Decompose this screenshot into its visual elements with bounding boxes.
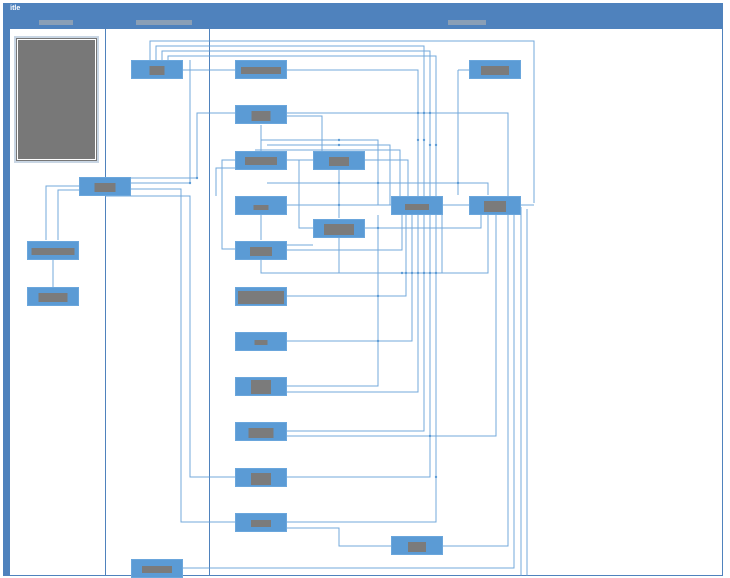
node-label-placeholder	[251, 520, 271, 527]
node-label-placeholder	[38, 293, 68, 302]
process-node[interactable]	[235, 377, 287, 396]
node-label-placeholder	[251, 380, 271, 394]
node-label-placeholder	[324, 224, 354, 235]
lane-header-row	[10, 16, 722, 29]
title-bar	[3, 3, 723, 16]
process-node[interactable]	[235, 422, 287, 441]
process-node[interactable]	[235, 105, 287, 124]
node-label-placeholder	[253, 205, 269, 210]
process-node[interactable]	[235, 196, 287, 215]
process-node[interactable]	[469, 60, 521, 79]
process-node[interactable]	[391, 196, 443, 215]
process-node[interactable]	[235, 468, 287, 487]
process-node[interactable]	[469, 196, 521, 215]
lane-separator-1	[105, 16, 106, 576]
node-label-placeholder	[142, 566, 172, 573]
node-label-placeholder	[408, 542, 426, 552]
process-node[interactable]	[235, 513, 287, 532]
process-node[interactable]	[131, 60, 183, 79]
image-placeholder-inner	[17, 39, 96, 160]
process-node[interactable]	[235, 151, 287, 170]
node-label-placeholder	[254, 340, 268, 345]
node-label-placeholder	[248, 428, 274, 438]
process-node[interactable]	[313, 151, 365, 170]
node-label-placeholder	[94, 183, 116, 192]
process-node[interactable]	[235, 287, 287, 306]
lane-header-1-text-placeholder	[39, 20, 73, 25]
node-label-placeholder	[238, 291, 284, 304]
node-label-placeholder	[245, 157, 277, 165]
process-node[interactable]	[235, 60, 287, 79]
node-label-placeholder	[31, 248, 75, 255]
process-node[interactable]	[235, 332, 287, 351]
image-placeholder	[13, 35, 100, 164]
lane-header-1	[10, 16, 105, 29]
lane-header-3	[210, 16, 722, 29]
node-label-placeholder	[241, 67, 281, 74]
diagram-title: Title	[6, 5, 21, 12]
left-border-bar	[3, 3, 10, 576]
lane-header-2	[106, 16, 209, 29]
lane-separator-2	[209, 16, 210, 576]
process-node[interactable]	[235, 241, 287, 260]
node-label-placeholder	[405, 204, 429, 210]
process-node[interactable]	[391, 536, 443, 555]
node-label-placeholder	[484, 201, 506, 212]
process-node[interactable]	[27, 287, 79, 306]
process-node[interactable]	[131, 559, 183, 578]
lane-header-2-text-placeholder	[136, 20, 192, 25]
process-node[interactable]	[79, 177, 131, 196]
node-label-placeholder	[251, 111, 271, 121]
node-label-placeholder	[250, 247, 272, 256]
lane-header-3-text-placeholder	[448, 20, 486, 25]
node-label-placeholder	[481, 66, 509, 75]
process-node[interactable]	[27, 241, 79, 260]
node-label-placeholder	[251, 473, 271, 485]
node-label-placeholder	[149, 66, 165, 75]
node-label-placeholder	[329, 157, 349, 166]
process-node[interactable]	[313, 219, 365, 238]
